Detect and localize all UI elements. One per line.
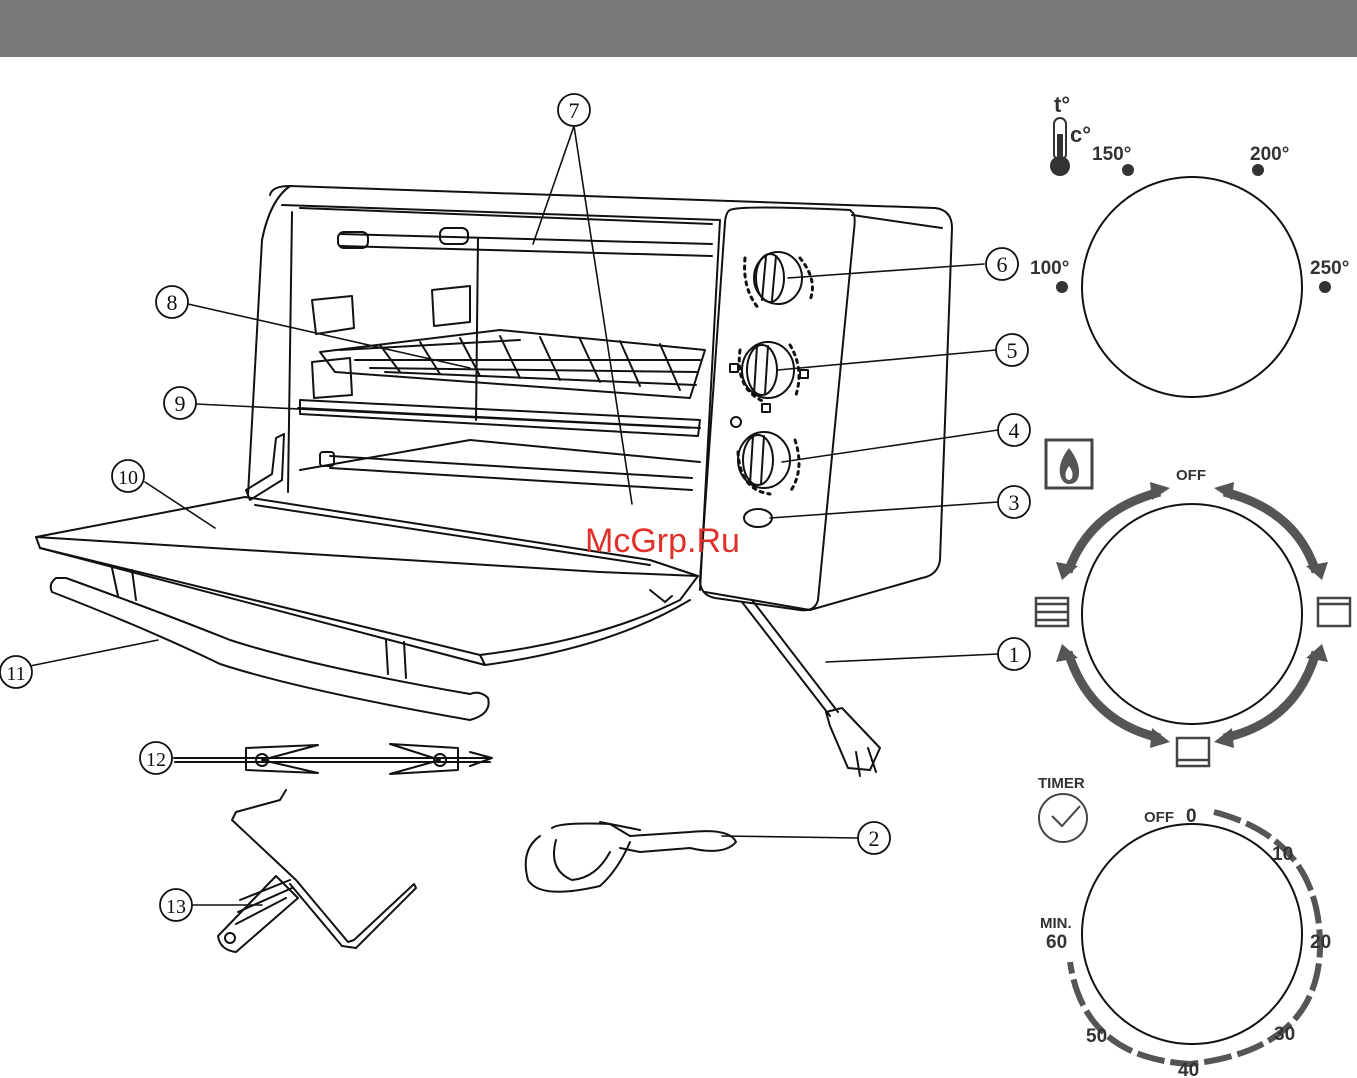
thermometer-icon — [1050, 118, 1070, 176]
power-cord — [742, 600, 880, 776]
knob-timer — [731, 417, 790, 488]
temperature-dial: t° c° 100° 150° 200° 250° — [1030, 92, 1349, 397]
watermark-text: McGrp.Ru — [585, 522, 740, 560]
temp-mark-200: 200° — [1250, 144, 1289, 165]
callout-9: 9 — [175, 391, 186, 416]
callout-1: 1 — [1009, 642, 1020, 667]
callout-6: 6 — [997, 252, 1008, 277]
timer-mark-10: 10 — [1272, 844, 1293, 865]
temp-mark-100: 100° — [1030, 258, 1069, 279]
timer-title: TIMER — [1038, 775, 1085, 792]
timer-dial: TIMER OFF 0 10 20 30 40 50 MIN. 60 — [1038, 775, 1331, 1078]
grill-tongs — [526, 822, 736, 892]
rotisserie-spit — [175, 744, 492, 774]
callout-13: 13 — [166, 896, 186, 918]
rotisserie-handle — [218, 790, 416, 952]
timer-mark-50: 50 — [1086, 1026, 1107, 1047]
callout-10: 10 — [118, 467, 138, 489]
function-dial: OFF — [1036, 440, 1350, 766]
top-bottom-heat-icon — [1036, 598, 1068, 626]
temp-unit-t: t° — [1054, 92, 1070, 117]
callout-2: 2 — [869, 826, 880, 851]
temp-mark-150: 150° — [1092, 144, 1131, 165]
temp-unit-c: c° — [1070, 122, 1091, 147]
callout-3: 3 — [1009, 490, 1020, 515]
top-heat-icon — [1318, 598, 1350, 626]
timer-min-label: MIN. — [1040, 915, 1072, 932]
timer-mark-60: 60 — [1046, 932, 1067, 953]
timer-mark-40: 40 — [1178, 1060, 1199, 1078]
callout-12: 12 — [146, 749, 166, 771]
timer-mark-30: 30 — [1274, 1024, 1295, 1045]
callout-7: 7 — [569, 98, 580, 123]
timer-mark-0: 0 — [1186, 806, 1197, 827]
callout-4: 4 — [1009, 418, 1020, 443]
function-off-label: OFF — [1176, 467, 1206, 484]
door-handle — [51, 568, 489, 720]
callout-5: 5 — [1007, 338, 1018, 363]
clock-icon — [1039, 794, 1087, 842]
timer-off-label: OFF — [1144, 809, 1174, 826]
power-indicator — [744, 509, 772, 527]
callout-11: 11 — [6, 663, 25, 685]
timer-mark-20: 20 — [1310, 932, 1331, 953]
callout-8: 8 — [167, 290, 178, 315]
temp-mark-250: 250° — [1310, 258, 1349, 279]
flame-icon — [1046, 440, 1092, 488]
bottom-heat-icon — [1177, 738, 1209, 766]
